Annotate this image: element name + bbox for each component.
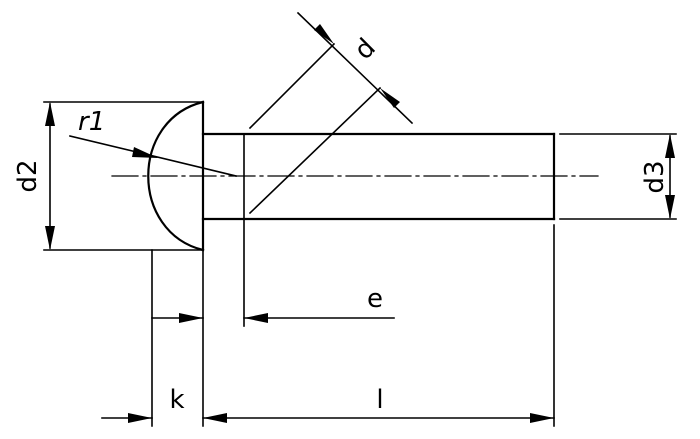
d-extension-upper [248, 42, 336, 130]
label-l: l [376, 385, 383, 415]
label-k: k [169, 385, 184, 415]
head-arc [147, 100, 205, 252]
label-r1: r1 [78, 107, 105, 137]
label-d3: d3 [640, 160, 670, 193]
dimension-d3: d3 [559, 133, 677, 220]
dimension-d: d [248, 11, 414, 215]
rivet-head [147, 100, 205, 252]
d-extension-lower [248, 86, 382, 215]
label-d: d [349, 33, 382, 66]
label-d2: d2 [13, 159, 43, 192]
rivet-shank [201, 132, 556, 221]
dimension-r1: r1 [69, 107, 237, 177]
dimension-d2: d2 [13, 101, 204, 251]
dimension-k-l: k l [101, 224, 555, 427]
label-e: e [367, 284, 383, 314]
dimension-e: e [151, 218, 395, 427]
